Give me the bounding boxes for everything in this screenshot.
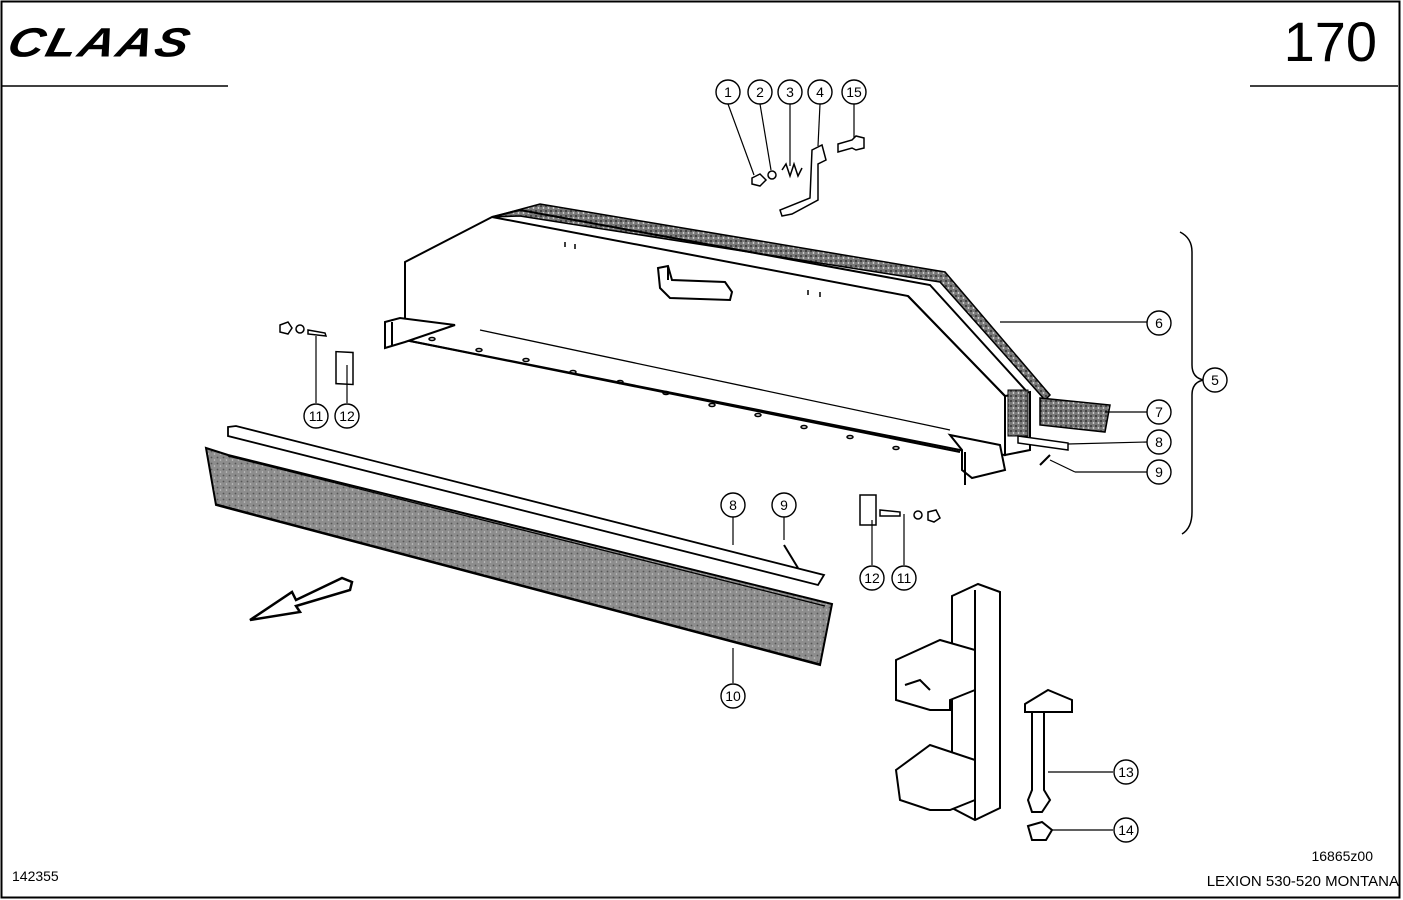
svg-text:15: 15 <box>846 84 862 100</box>
washer-part-2 <box>767 170 777 180</box>
right-leader-lines <box>732 321 1148 831</box>
callout-6: 6 <box>1146 310 1172 336</box>
svg-text:10: 10 <box>725 688 741 704</box>
svg-text:12: 12 <box>864 570 880 586</box>
callout-12-left: 12 <box>334 403 360 429</box>
housing-assembly <box>384 203 1052 485</box>
svg-text:9: 9 <box>780 497 788 513</box>
bracket-part-4 <box>779 143 827 217</box>
callout-5: 5 <box>1202 367 1228 393</box>
pin-part-13 <box>1024 688 1073 813</box>
part-7-felt-strip <box>1039 397 1111 433</box>
svg-text:8: 8 <box>729 497 737 513</box>
end-felt <box>1007 389 1029 437</box>
callout-11-left: 11 <box>303 403 329 429</box>
top-leader-lines <box>727 103 855 176</box>
callout-2: 2 <box>747 79 773 105</box>
svg-text:1: 1 <box>724 84 732 100</box>
machine-frame <box>894 582 1001 822</box>
callout-13: 13 <box>1113 759 1139 785</box>
callout-15: 15 <box>841 79 867 105</box>
nut-part-14 <box>1026 820 1054 841</box>
svg-text:5: 5 <box>1211 372 1219 388</box>
callout-9-lower: 9 <box>771 492 797 518</box>
svg-text:8: 8 <box>1155 434 1163 450</box>
mid-fastener-set <box>859 494 941 526</box>
part-9-rivet <box>1039 454 1051 466</box>
svg-text:7: 7 <box>1155 404 1163 420</box>
svg-text:12: 12 <box>339 408 355 424</box>
callouts: 1 2 3 4 15 11 12 6 5 7 8 9 8 9 12 11 10 … <box>303 79 1228 843</box>
svg-text:13: 13 <box>1118 764 1134 780</box>
left-end-bracket <box>384 316 456 350</box>
callout-7: 7 <box>1146 399 1172 425</box>
svg-text:14: 14 <box>1118 822 1134 838</box>
callout-14: 14 <box>1113 817 1139 843</box>
svg-text:11: 11 <box>897 570 912 586</box>
housing-seal-strip <box>491 203 1052 402</box>
callout-10: 10 <box>720 683 746 709</box>
page-number: 170 <box>1283 10 1377 73</box>
group-bracket-5 <box>1179 231 1205 535</box>
callout-4: 4 <box>807 79 833 105</box>
model-name: LEXION 530-520 MONTANA <box>1206 873 1399 890</box>
housing-handle <box>656 264 734 302</box>
top-fastener-set <box>751 135 865 217</box>
svg-text:4: 4 <box>816 84 824 100</box>
callout-1: 1 <box>715 79 741 105</box>
left-fastener-set <box>279 321 354 386</box>
callout-12-mid: 12 <box>859 565 885 591</box>
part-8-plate <box>1017 435 1069 451</box>
callout-11-mid: 11 <box>891 565 917 591</box>
housing-front-face <box>404 215 1006 457</box>
drawing-ref-right: 16865z00 <box>1311 848 1373 864</box>
spring-part-3 <box>781 161 803 179</box>
callout-9-right: 9 <box>1146 459 1172 485</box>
clamp-strip-part-8 <box>227 425 826 587</box>
right-foot-bracket <box>947 433 1007 480</box>
callout-8-lower: 8 <box>720 492 746 518</box>
rivet-part-9-lower <box>783 544 799 569</box>
svg-text:2: 2 <box>756 84 764 100</box>
svg-text:3: 3 <box>786 84 794 100</box>
svg-text:11: 11 <box>309 408 324 424</box>
callout-3: 3 <box>777 79 803 105</box>
svg-text:9: 9 <box>1155 464 1163 480</box>
nut-part-1 <box>751 173 768 187</box>
callout-8-right: 8 <box>1146 429 1172 455</box>
drawing-ref-left: 142355 <box>12 868 59 884</box>
svg-text:6: 6 <box>1155 315 1163 331</box>
direction-arrow <box>249 576 354 622</box>
bolt-part-15 <box>837 135 865 153</box>
wear-plate-part-10 <box>204 446 834 667</box>
brand-logo: CLAAS <box>3 19 197 66</box>
